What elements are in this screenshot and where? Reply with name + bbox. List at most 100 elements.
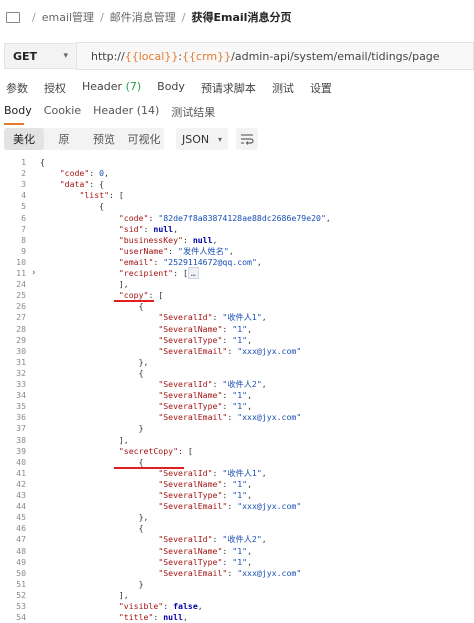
code-text: { [40,456,144,467]
line-number: 29 [16,334,26,345]
code-line: 46 { [0,523,474,534]
code-text: "SeveralName": "1", [158,323,252,334]
code-line: 53 "visible": false, [0,601,474,612]
code-text: }, [40,512,149,523]
code-text: }, [40,356,149,367]
code-line: 6 "code": "82de7f8a83874128ae88dc2686e79… [0,213,474,224]
code-line: 48 "SeveralName": "1", [0,546,474,557]
code-text: "businessKey": null, [118,234,218,245]
code-text: "SeveralEmail": "xxx@jyx.com" [158,567,302,578]
word-wrap-button[interactable] [236,128,258,150]
chevron-right-icon[interactable]: › [31,268,37,278]
code-line: 44 "SeveralEmail": "xxx@jyx.com" [0,501,474,512]
breadcrumb: / email管理 / 邮件消息管理 / 获得Email消息分页 [0,0,474,34]
code-text: "SeveralType": "1", [158,401,252,412]
line-number: 36 [16,412,26,423]
code-line: 25 "copy": [ [0,290,474,301]
code-text: "visible": false, [118,601,203,611]
breadcrumb-separator: / [100,10,104,24]
code-line: 54 "title": null, [0,612,474,623]
annotation-underline-copy [114,300,154,303]
tab-pre-request-script[interactable]: 预请求脚本 [200,82,256,95]
code-text: "SeveralId": "收件人1", [158,467,267,478]
url-variable-local: {{local}} [124,49,179,63]
tab-tests[interactable]: 测试 [271,82,294,95]
line-number: 44 [16,501,26,512]
tab-auth[interactable]: 授权 [44,82,66,95]
line-number: 35 [16,401,26,412]
code-text: "SeveralName": "1", [158,390,252,401]
response-tab-body[interactable]: Body [4,104,32,117]
line-number: 54 [16,612,26,623]
code-line: 1{ [0,157,474,168]
line-number: 7 [21,223,26,234]
line-number: 43 [16,490,26,500]
line-number: 2 [21,168,26,179]
response-tab-header-label: Header [93,104,134,117]
line-number: 45 [16,512,26,523]
tab-header-label: Header [82,80,123,93]
code-line: 37 } [0,423,474,434]
line-number: 46 [16,523,26,534]
code-line: 47 "SeveralId": "收件人2", [0,534,474,545]
line-number: 52 [16,589,26,600]
view-mode-preview[interactable]: 预览 [93,133,115,146]
url-input[interactable]: http://{{local}}:{{crm}}/admin-api/syste… [76,42,474,70]
breadcrumb-item-mail-message-management[interactable]: 邮件消息管理 [109,11,176,24]
code-line: 11› "recipient": [… [0,267,474,279]
code-line: 29 "SeveralType": "1", [0,335,474,346]
line-number: 24 [16,279,26,290]
line-number: 10 [16,256,26,267]
method-select[interactable]: GET ▾ [4,43,76,69]
tab-settings[interactable]: 设置 [309,82,332,95]
code-text: "title": null, [118,612,188,623]
code-text: "SeveralType": "1", [158,556,252,567]
code-line: 5 { [0,201,474,212]
annotation-underline-secretcopy [114,466,184,469]
line-number: 26 [16,301,26,312]
code-text: "list": [ [79,190,124,201]
request-tabs: 参数 授权 Header (7) Body 预请求脚本 测试 设置 [0,80,474,96]
code-text: "SeveralName": "1", [158,545,252,556]
view-mode-pretty[interactable]: 美化 [4,128,44,150]
line-number: 4 [21,190,26,201]
line-number: 42 [16,478,26,489]
code-text: } [40,578,144,589]
code-line: 52 ], [0,590,474,601]
line-number: 27 [16,312,26,323]
code-text: "SeveralId": "收件人2", [158,534,267,545]
code-line: 38 ], [0,435,474,446]
view-mode-visualize[interactable]: 可视化 [127,133,161,146]
code-text: { [40,157,45,167]
code-text: "SeveralEmail": "xxx@jyx.com" [158,501,302,512]
code-line: 34 "SeveralName": "1", [0,390,474,401]
code-line: 7 "sid": null, [0,224,474,235]
collapsed-content-badge[interactable]: … [187,267,199,279]
line-number: 25 [16,290,26,301]
code-line: 28 "SeveralName": "1", [0,324,474,335]
view-mode-raw[interactable]: 原 [58,133,70,146]
code-line: 3 "data": { [0,179,474,190]
breadcrumb-separator: / [181,10,186,24]
response-tab-test-results[interactable]: 测试结果 [171,106,216,119]
wrap-lines-icon [241,134,254,145]
breadcrumb-separator: / [32,10,36,24]
breadcrumb-item-email-management[interactable]: email管理 [41,11,95,24]
response-tabs: Body Cookie Header (14) 测试结果 [0,104,474,125]
code-text: "sid": null, [118,223,179,234]
code-line: 9 "userName": "发件人姓名", [0,246,474,257]
line-number: 40 [16,456,26,467]
json-response-viewer[interactable]: 1{2 "code": 0,3 "data": {4 "list": [5 {6… [0,157,474,622]
code-line: 35 "SeveralType": "1", [0,401,474,412]
method-value: GET [13,49,38,63]
tab-header[interactable]: Header (7) [82,80,141,96]
code-line: 49 "SeveralType": "1", [0,557,474,568]
code-text: ], [40,434,129,445]
format-select[interactable]: JSON ▾ [176,128,228,150]
response-tab-header[interactable]: Header (14) [93,104,159,122]
line-number: 47 [16,534,26,545]
tab-params[interactable]: 参数 [6,82,28,95]
code-line: 10 "email": "2529114672@qq.com", [0,257,474,268]
response-tab-cookie[interactable]: Cookie [43,104,82,117]
tab-body[interactable]: Body [157,80,185,93]
